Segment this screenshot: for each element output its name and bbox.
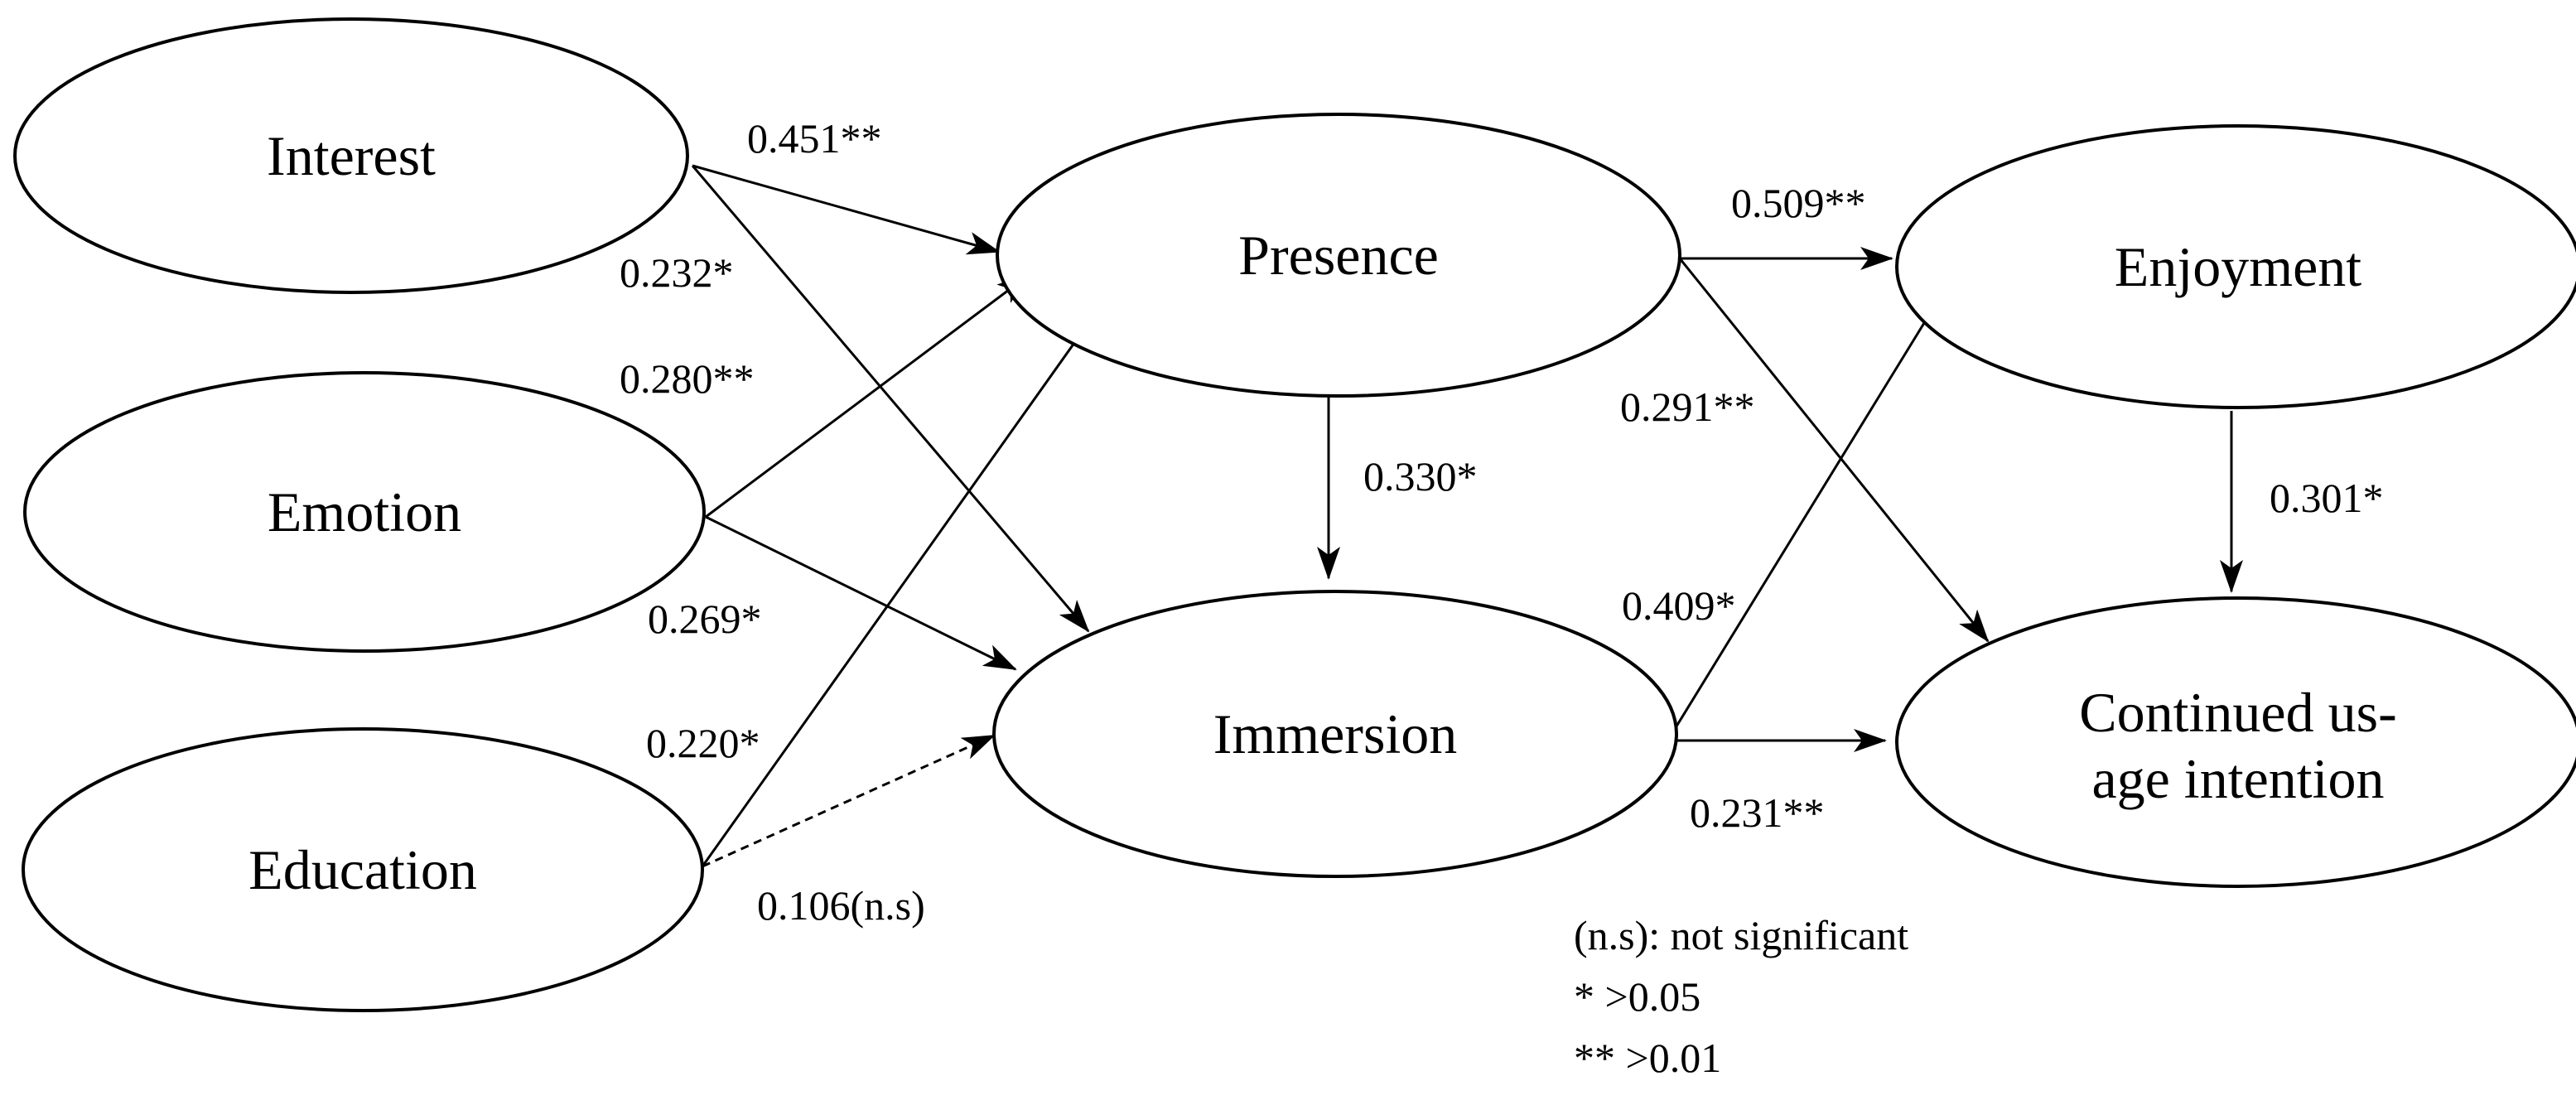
significance-legend: (n.s): not significant * >0.05 ** >0.01 [1574, 912, 1908, 1081]
coef-immersion-enjoyment: 0.409* [1622, 582, 1736, 629]
legend-two-star: ** >0.01 [1574, 1035, 1721, 1081]
node-interest-label: Interest [267, 124, 436, 187]
edge-presence-continued [1678, 258, 1990, 643]
node-continued-label-line2: age intention [2091, 747, 2384, 810]
coef-education-presence: 0.220* [646, 720, 760, 766]
coef-interest-presence: 0.451** [747, 115, 882, 162]
edge-immersion-enjoyment [1673, 285, 1948, 730]
node-education-label: Education [248, 838, 477, 901]
coef-education-immersion: 0.106(n.s) [757, 882, 925, 929]
coef-enjoyment-continued: 0.301* [2270, 475, 2384, 521]
node-immersion-label: Immersion [1213, 702, 1458, 765]
coef-emotion-immersion: 0.269* [648, 596, 762, 642]
edge-education-immersion [702, 734, 996, 868]
node-enjoyment-label: Enjoyment [2115, 235, 2362, 298]
node-education: Education [22, 727, 704, 1012]
legend-one-star: * >0.05 [1574, 973, 1700, 1020]
edge-emotion-immersion [705, 515, 1017, 671]
node-continued-label-line1: Continued us- [2079, 681, 2396, 744]
coef-presence-enjoyment: 0.509** [1731, 180, 1866, 226]
edge-emotion-presence [705, 273, 1030, 519]
coef-presence-immersion: 0.330* [1363, 453, 1478, 499]
node-immersion: Immersion [992, 590, 1678, 878]
node-interest: Interest [13, 17, 689, 294]
legend-not-significant: (n.s): not significant [1574, 912, 1908, 958]
coef-presence-continued: 0.291** [1620, 384, 1755, 430]
node-emotion: Emotion [23, 371, 706, 653]
coef-interest-immersion: 0.232* [620, 249, 734, 296]
edge-interest-presence [692, 164, 1001, 255]
node-emotion-label: Emotion [268, 480, 461, 543]
coef-immersion-continued: 0.231** [1690, 789, 1825, 836]
node-presence: Presence [996, 113, 1681, 398]
edge-interest-immersion [691, 165, 1090, 633]
node-continued-usage-intention: Continued us- age intention [1895, 596, 2576, 888]
edge-education-presence [701, 310, 1098, 867]
node-enjoyment: Enjoyment [1895, 124, 2576, 409]
coef-emotion-presence: 0.280** [620, 355, 755, 402]
node-presence-label: Presence [1238, 224, 1439, 287]
